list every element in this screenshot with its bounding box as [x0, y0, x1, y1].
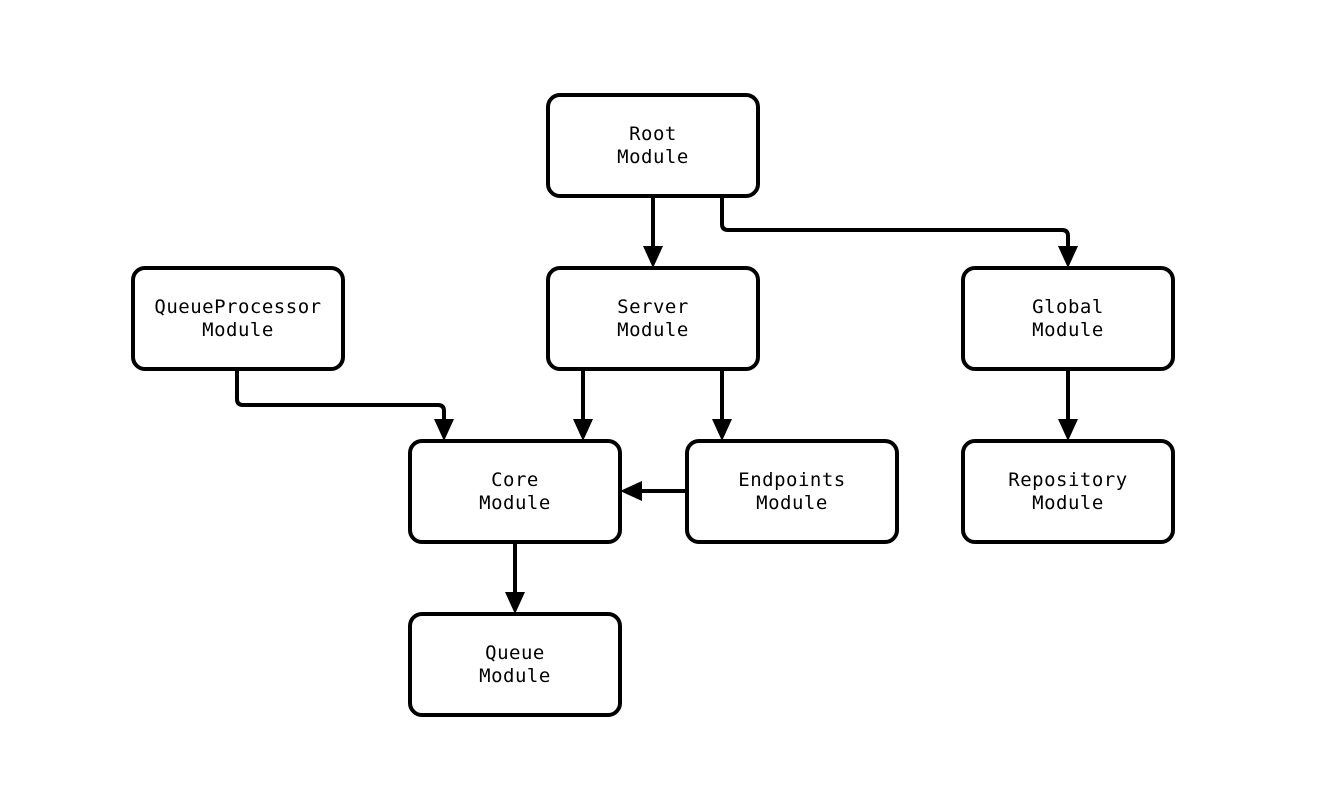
- arrowhead-icon: [505, 592, 525, 614]
- edge-root-global: Root Module to Global Module: [720, 196, 1078, 268]
- edge-root-server: Root Module to Server Module: [643, 196, 663, 268]
- edge-queueprocessor-core: QueueProcessor Module to Core Module: [235, 369, 454, 441]
- node-label-line2: Module: [202, 319, 274, 341]
- node-label-line2: Module: [479, 492, 551, 514]
- edge-line: [720, 196, 1070, 252]
- node-box[interactable]: [685, 439, 899, 544]
- node-label-line1: Server: [617, 296, 689, 318]
- edge-line: [235, 369, 446, 425]
- node-label-line1: Repository: [1008, 469, 1127, 491]
- node-box[interactable]: [961, 266, 1175, 371]
- node-label-line2: Module: [617, 146, 689, 168]
- arrowhead-icon: [643, 246, 663, 268]
- node-label-line1: Core: [491, 469, 539, 491]
- edge-global-repository: Global Module to Repository Module: [1058, 369, 1078, 441]
- node-box[interactable]: [546, 266, 760, 371]
- arrowhead-icon: [434, 419, 454, 441]
- node-label-line1: Global: [1032, 296, 1104, 318]
- node-box[interactable]: [961, 439, 1175, 544]
- arrowhead-icon: [1058, 419, 1078, 441]
- node-label-line1: QueueProcessor: [154, 296, 321, 318]
- node-box[interactable]: [408, 439, 622, 544]
- node-label-line2: Module: [479, 665, 551, 687]
- node-label-line2: Module: [617, 319, 689, 341]
- edges-layer: Root Module to Server Module Root Module …: [235, 196, 1078, 614]
- arrowhead-icon: [620, 481, 642, 501]
- node-label-line2: Module: [1032, 319, 1104, 341]
- node-label-line1: Queue: [485, 642, 545, 664]
- arrowhead-icon: [573, 419, 593, 441]
- arrowhead-icon: [712, 419, 732, 441]
- nodes-layer: RootModuleQueueProcessorModuleServerModu…: [131, 93, 1175, 717]
- node-label-line1: Endpoints: [738, 469, 845, 491]
- edge-server-endpoints: Server Module to Endpoints Module: [712, 369, 732, 441]
- node-box[interactable]: [408, 612, 622, 717]
- edge-endpoints-core: Endpoints Module to Core Module: [620, 481, 687, 501]
- edge-server-core: Server Module to Core Module: [573, 369, 593, 441]
- node-box[interactable]: [546, 93, 760, 198]
- node-label-line2: Module: [756, 492, 828, 514]
- node-label-line2: Module: [1032, 492, 1104, 514]
- node-box[interactable]: [131, 266, 345, 371]
- node-label-line1: Root: [629, 123, 677, 145]
- arrowhead-icon: [1058, 246, 1078, 268]
- edge-core-queue: Core Module to Queue Module: [505, 542, 525, 614]
